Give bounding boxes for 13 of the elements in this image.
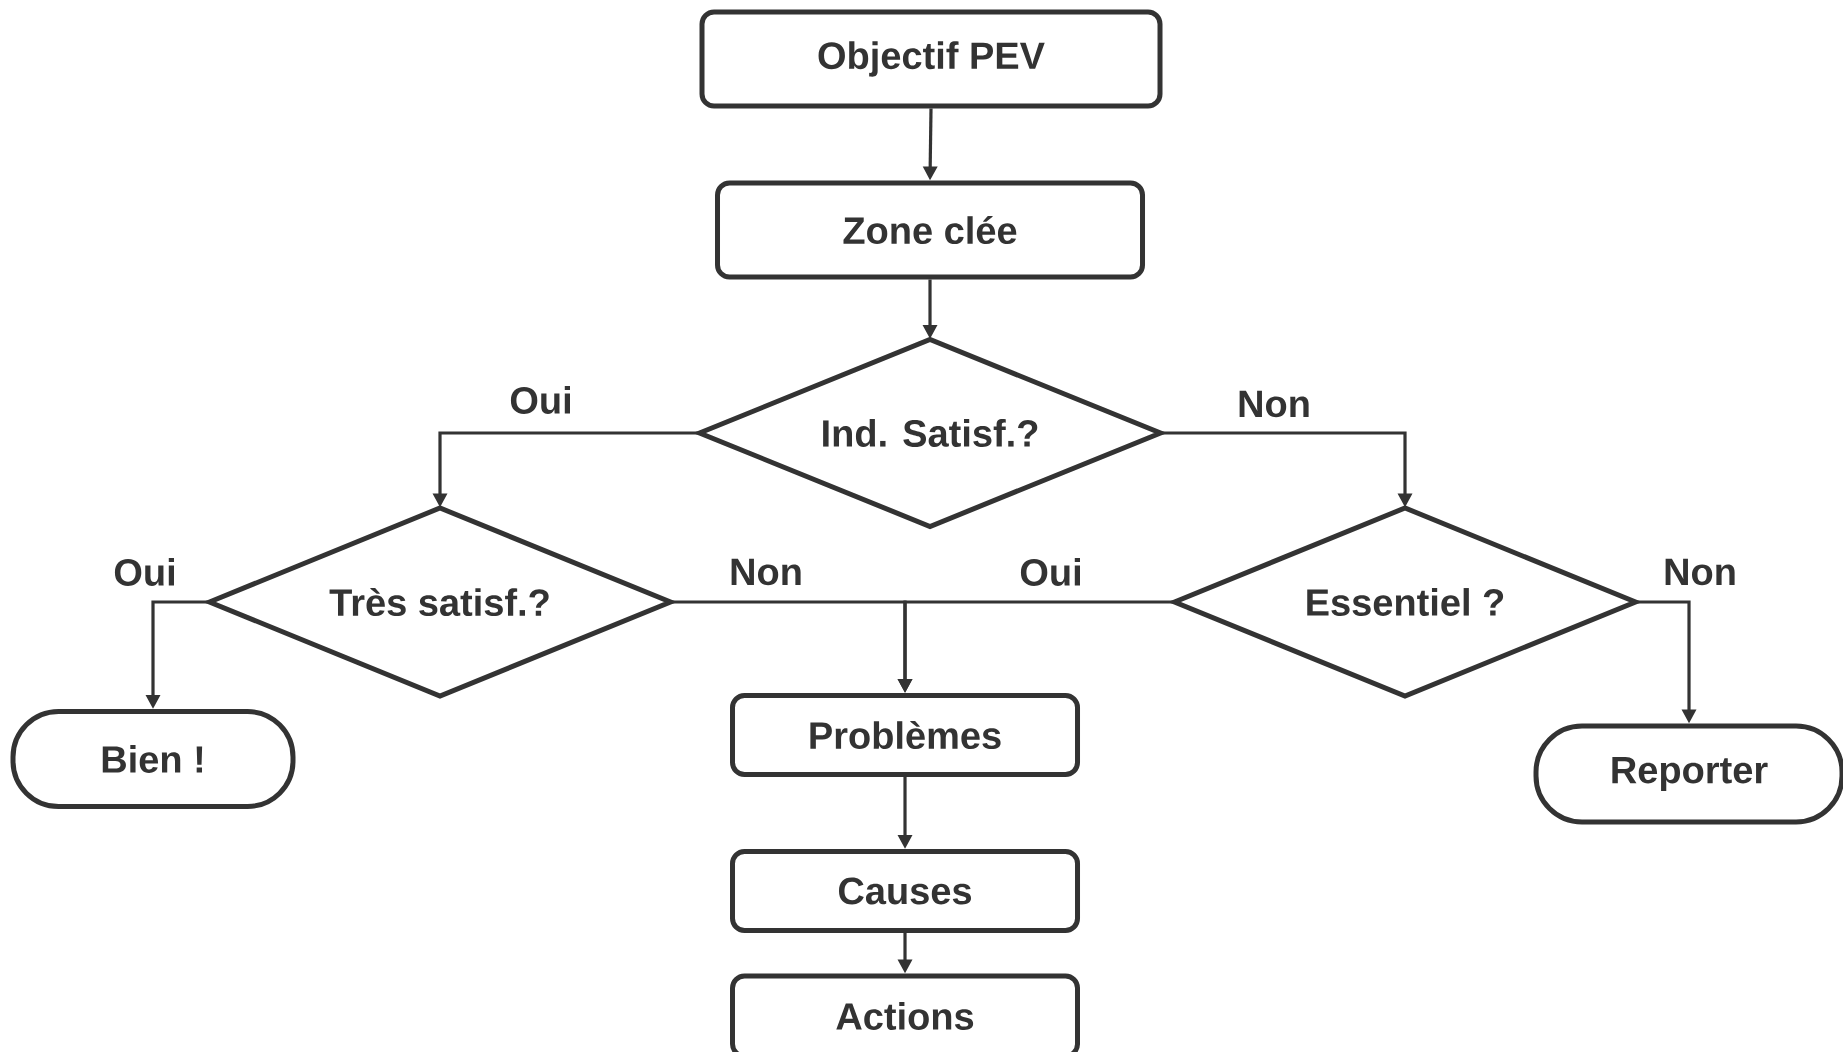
process-box: Zone clée [715,180,1145,280]
edge-label: Non [727,556,805,588]
edge-label: Non [1661,556,1739,588]
process-box: Causes [730,849,1080,933]
process-box: Problèmes [730,693,1080,777]
edge-label: Non [1235,388,1313,420]
edge-label: Oui [111,556,179,588]
edge-label: Oui [507,384,575,416]
terminal-box: Reporter [1533,723,1843,825]
terminal-box: Bien ! [10,709,296,809]
process-box: Objectif PEV [699,9,1163,109]
process-box: Actions [730,973,1080,1052]
edge-label: Oui [1017,556,1085,588]
